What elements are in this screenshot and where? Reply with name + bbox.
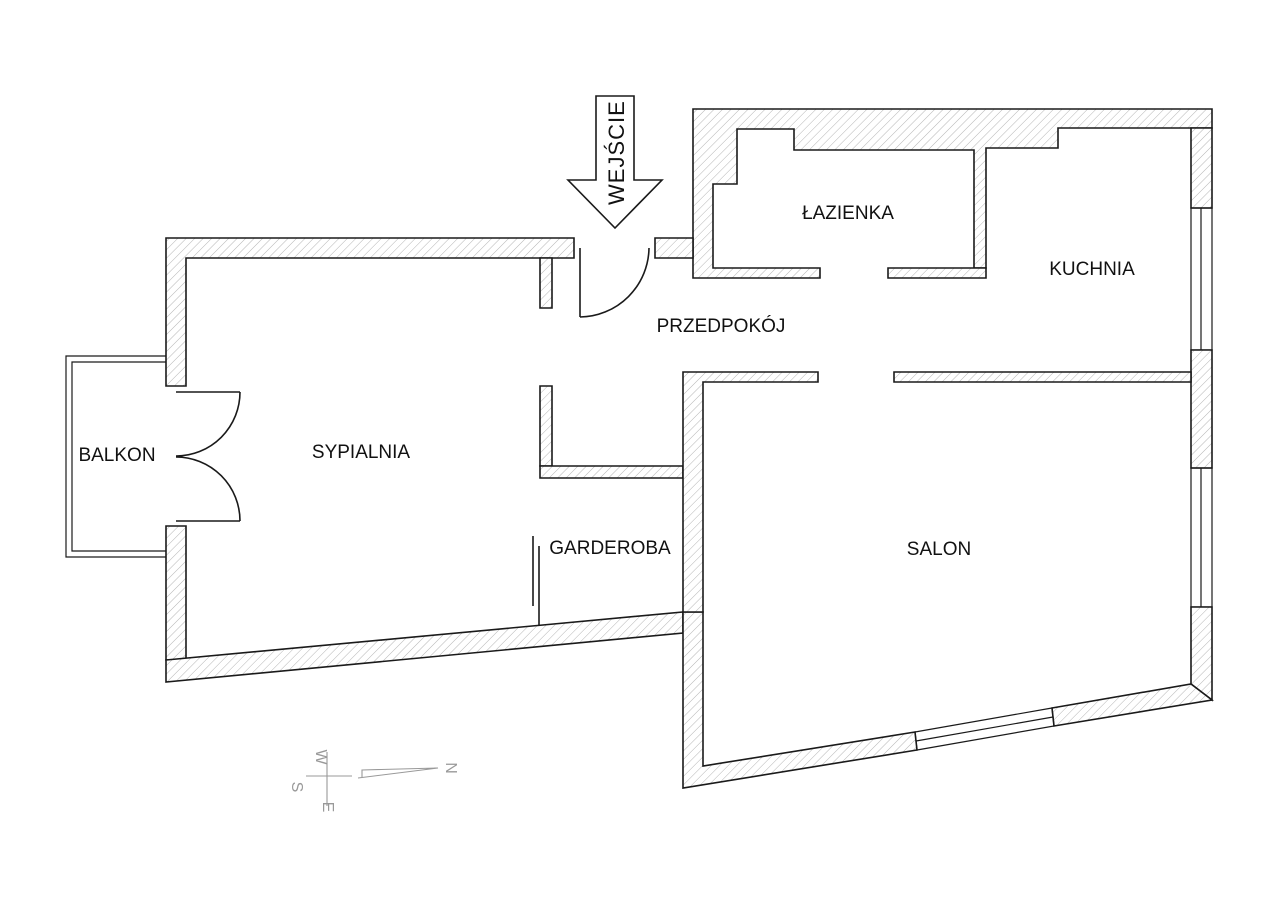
wardrobe-doors [532, 536, 540, 625]
balcony-outline [65, 355, 166, 558]
balcony-door [175, 391, 241, 522]
living-room-label: SALON [907, 539, 971, 560]
bedroom-walls [165, 237, 684, 683]
bedroom-label: SYPIALNIA [312, 442, 411, 463]
compass-north: N [442, 762, 459, 774]
right-block-walls [654, 108, 1214, 789]
hallway-label: PRZEDPOKÓJ [657, 315, 786, 337]
entrance-door [579, 247, 650, 318]
compass-west: W [312, 749, 329, 765]
compass-south: S [288, 782, 305, 793]
bathroom-label: ŁAZIENKA [802, 203, 894, 224]
entrance-arrow [566, 95, 664, 230]
balcony-label: BALKON [78, 445, 155, 466]
entrance-label: WEJŚCIE [604, 100, 629, 205]
compass-east: E [319, 802, 336, 813]
kitchen-label: KUCHNIA [1049, 259, 1135, 280]
wardrobe-label: GARDEROBA [549, 538, 671, 559]
compass: W S E N [288, 749, 459, 812]
